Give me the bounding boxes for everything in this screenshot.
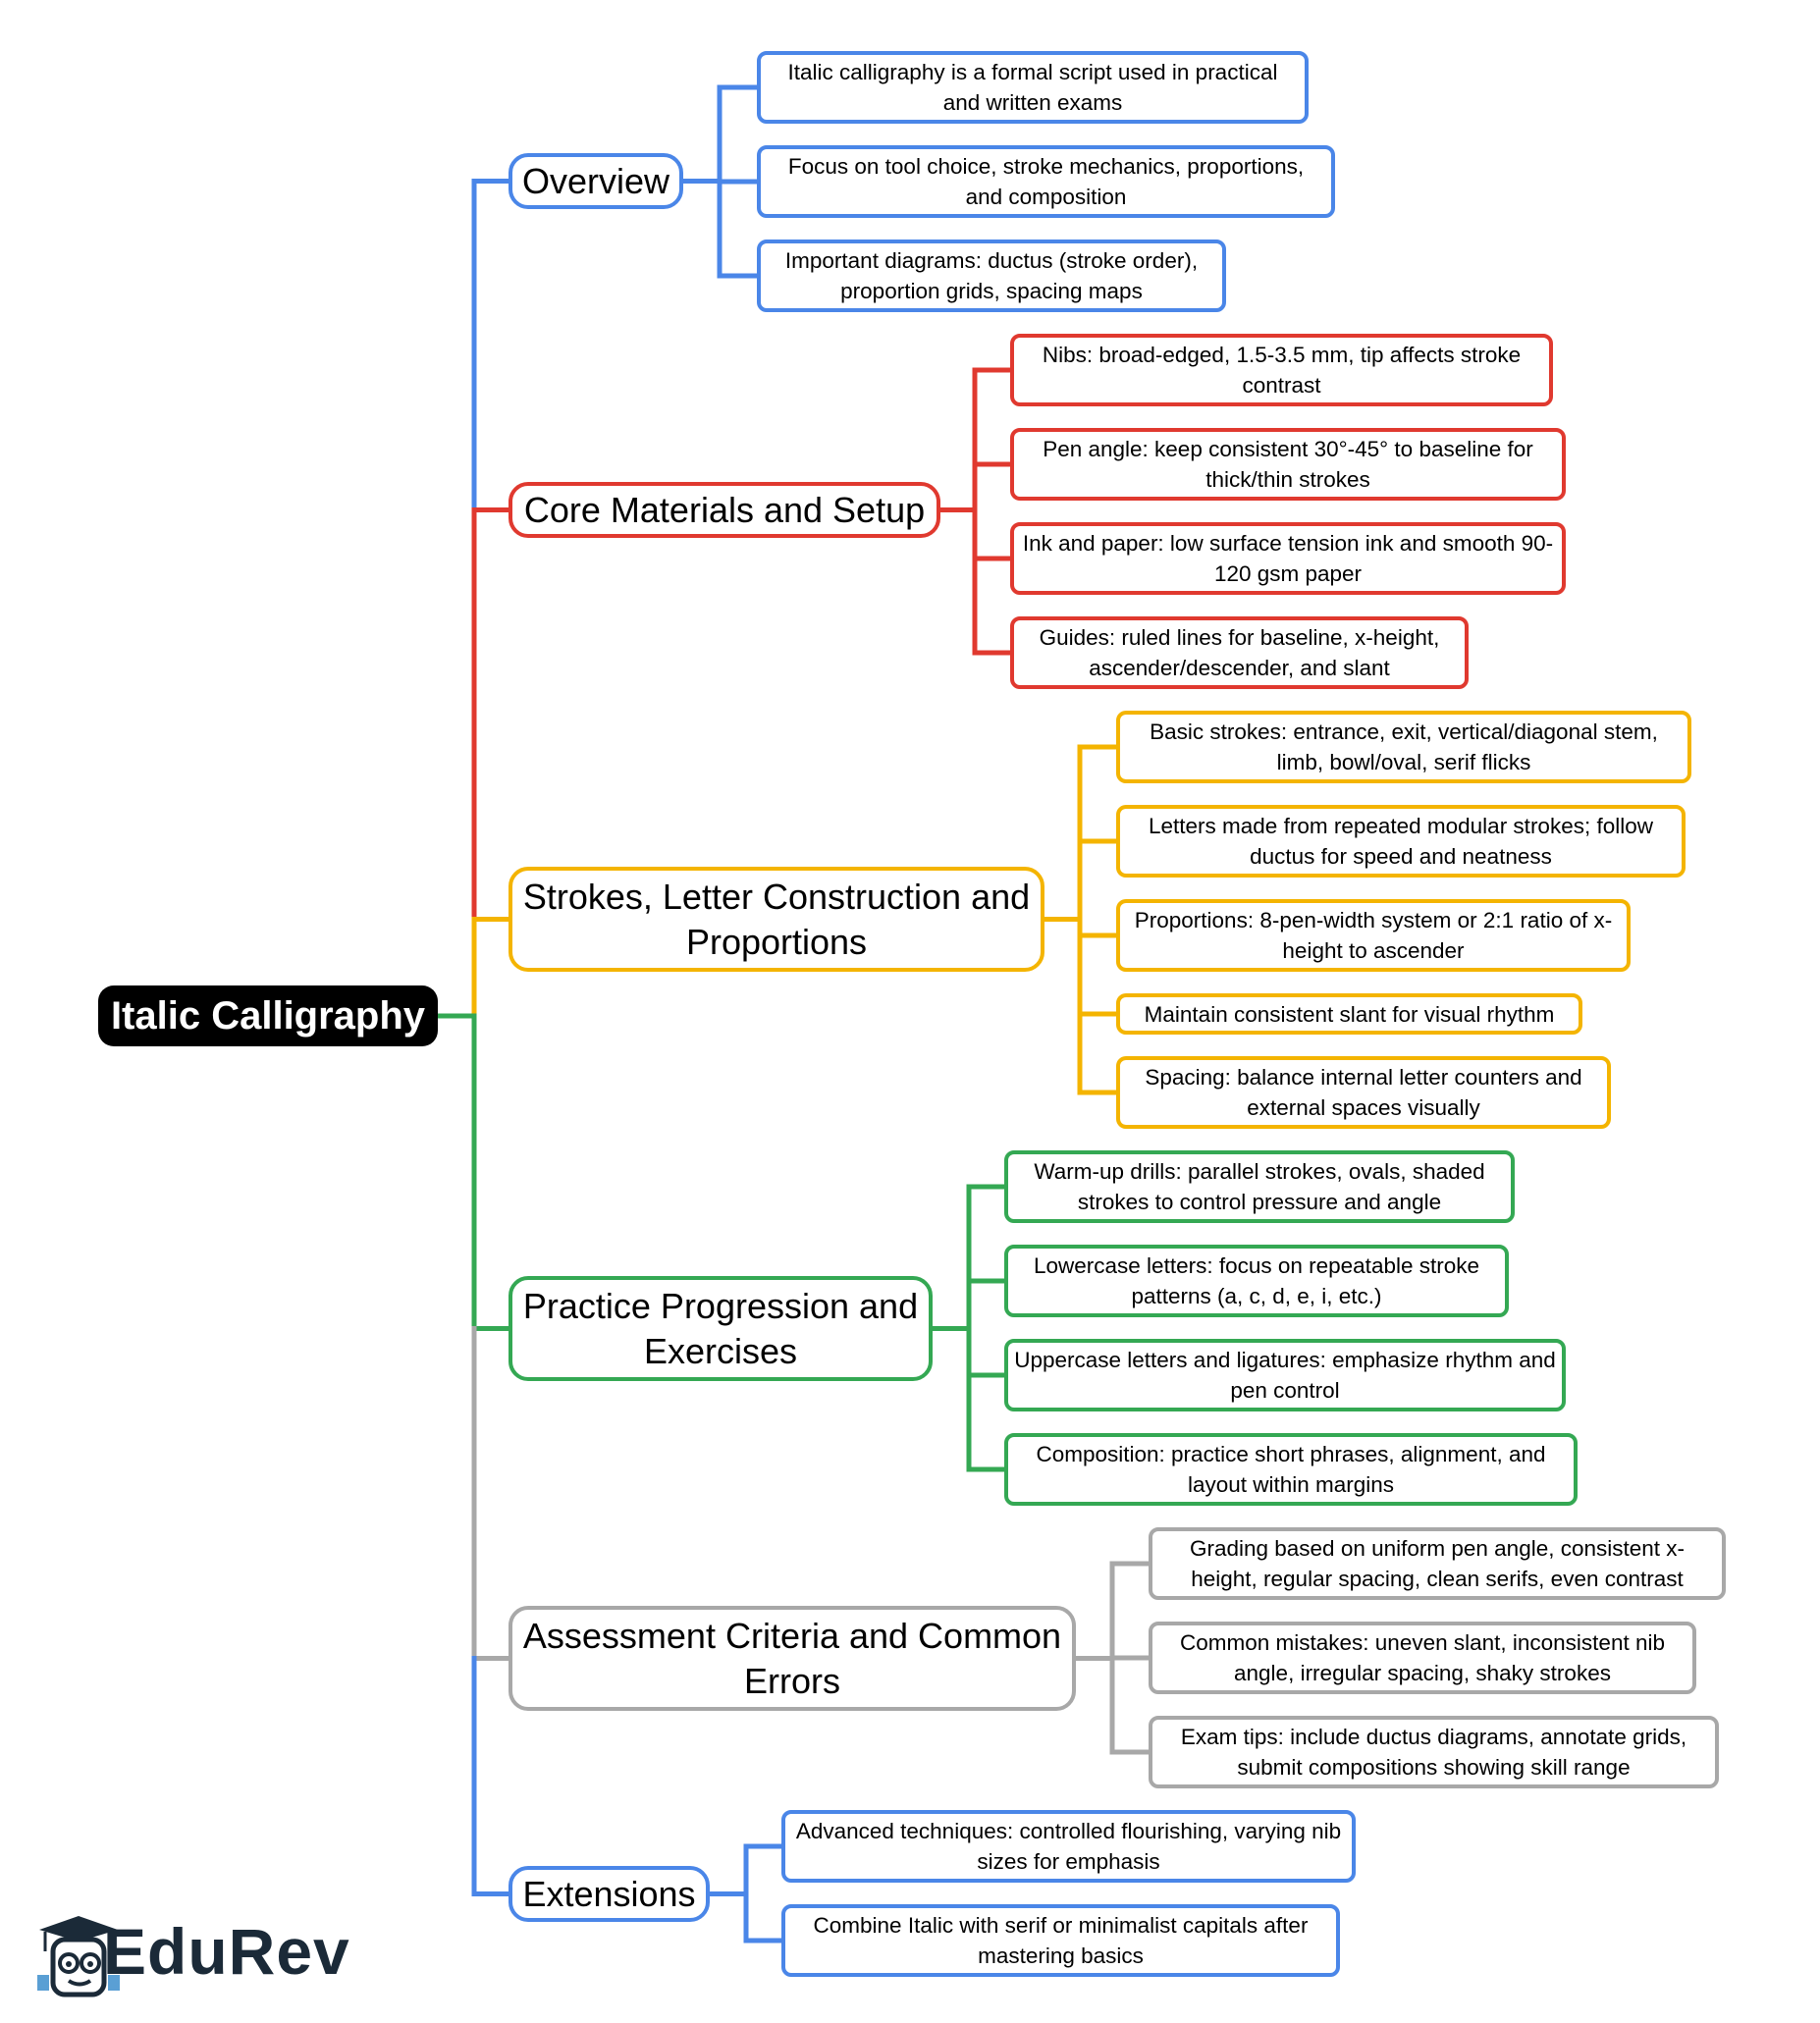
graduate-cap-face-icon: [37, 1916, 120, 1997]
leaf-node: Exam tips: include ductus diagrams, anno…: [1149, 1716, 1719, 1788]
leaf-node: Composition: practice short phrases, ali…: [1004, 1433, 1578, 1506]
edurev-logo: [37, 1916, 120, 1997]
leaf-node: Italic calligraphy is a formal script us…: [757, 51, 1309, 124]
leaf-node: Advanced techniques: controlled flourish…: [781, 1810, 1356, 1883]
branch-node: Overview: [509, 153, 683, 209]
leaf-node: Grading based on uniform pen angle, cons…: [1149, 1527, 1726, 1600]
leaf-node: Spacing: balance internal letter counter…: [1116, 1056, 1611, 1129]
leaf-node: Maintain consistent slant for visual rhy…: [1116, 993, 1582, 1035]
leaf-node: Important diagrams: ductus (stroke order…: [757, 240, 1226, 312]
leaf-node: Focus on tool choice, stroke mechanics, …: [757, 145, 1335, 218]
leaf-node: Guides: ruled lines for baseline, x-heig…: [1010, 616, 1469, 689]
branch-node: Assessment Criteria and Common Errors: [509, 1606, 1076, 1711]
branch-node: Extensions: [509, 1866, 710, 1922]
leaf-node: Nibs: broad-edged, 1.5-3.5 mm, tip affec…: [1010, 334, 1553, 406]
leaf-node: Combine Italic with serif or minimalist …: [781, 1904, 1340, 1977]
branch-node: Core Materials and Setup: [509, 482, 940, 538]
logo-wordmark: EduRev: [103, 1915, 350, 1988]
leaf-node: Uppercase letters and ligatures: emphasi…: [1004, 1339, 1566, 1411]
branch-node: Strokes, Letter Construction and Proport…: [509, 867, 1044, 972]
leaf-node: Proportions: 8-pen-width system or 2:1 r…: [1116, 899, 1631, 972]
leaf-node: Basic strokes: entrance, exit, vertical/…: [1116, 711, 1691, 783]
leaf-node: Ink and paper: low surface tension ink a…: [1010, 522, 1566, 595]
leaf-node: Letters made from repeated modular strok…: [1116, 805, 1686, 878]
leaf-node: Common mistakes: uneven slant, inconsist…: [1149, 1622, 1696, 1694]
leaf-node: Lowercase letters: focus on repeatable s…: [1004, 1245, 1509, 1317]
leaf-node: Pen angle: keep consistent 30°-45° to ba…: [1010, 428, 1566, 501]
branch-node: Practice Progression and Exercises: [509, 1276, 933, 1381]
root-node: Italic Calligraphy: [98, 985, 438, 1046]
leaf-node: Warm-up drills: parallel strokes, ovals,…: [1004, 1150, 1515, 1223]
